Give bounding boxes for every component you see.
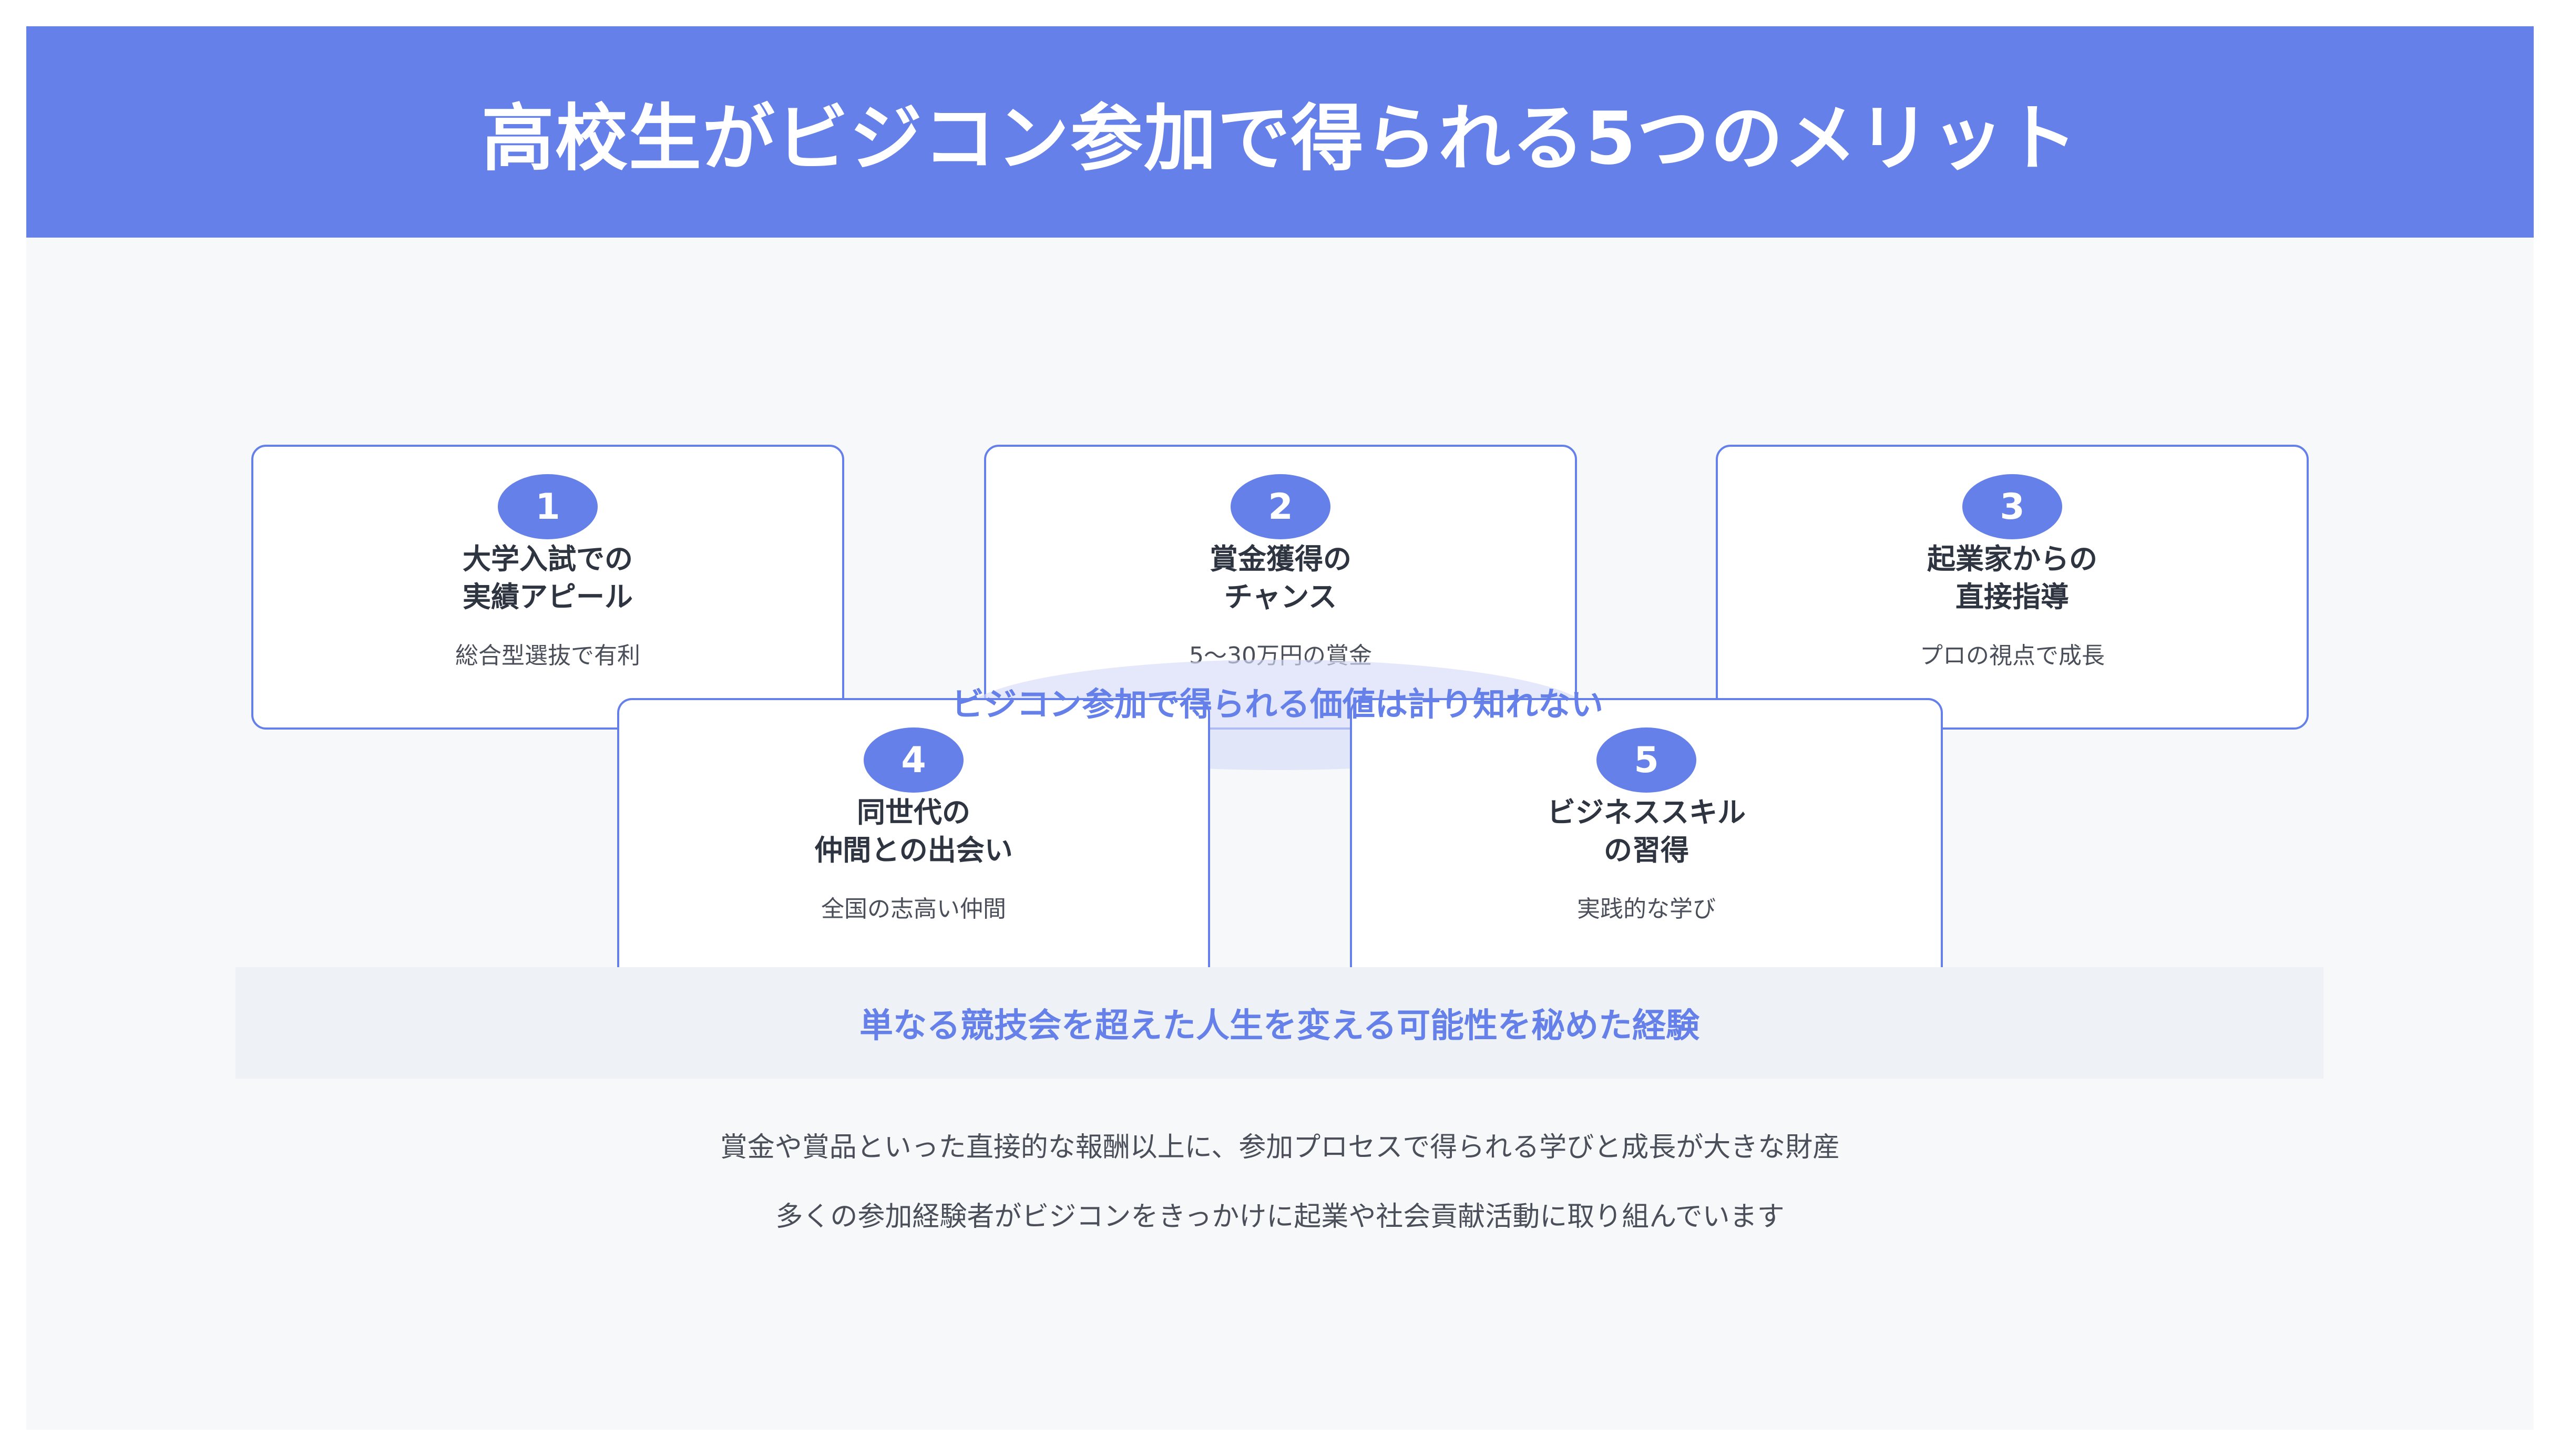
card-title-2: 賞金獲得の チャンス: [986, 540, 1575, 616]
number-badge-5: 5: [1596, 727, 1696, 793]
card-title-1-line1: 大学入試での: [463, 542, 633, 576]
card-desc-5: 実践的な学び: [1577, 896, 1716, 922]
card-title-4: 同世代の 仲間との出会い: [619, 794, 1208, 869]
card-title-5-line1: ビジネススキル: [1547, 796, 1746, 829]
card-title-3: 起業家からの 直接指導: [1718, 540, 2307, 616]
center-caption: ビジコン参加で得られる価値は計り知れない: [951, 685, 1603, 723]
card-title-4-line2: 仲間との出会い: [814, 834, 1013, 867]
card-desc-3: プロの視点で成長: [1920, 642, 2105, 669]
banner-text: 単なる競技会を超えた人生を変える可能性を秘めた経験: [859, 1007, 1700, 1045]
number-badge-4: 4: [864, 727, 964, 793]
page-title: 高校生がビジコン参加で得られる5つのメリット: [481, 96, 2079, 181]
highlight-banner: 単なる競技会を超えた人生を変える可能性を秘めた経験: [235, 967, 2323, 1079]
merit-card-4: 4 同世代の 仲間との出会い 全国の志高い仲間: [617, 698, 1210, 971]
card-title-2-line1: 賞金獲得の: [1210, 542, 1351, 576]
card-title-2-line2: チャンス: [1224, 580, 1337, 613]
number-badge-3: 3: [1962, 474, 2062, 539]
merit-card-3: 3 起業家からの 直接指導 プロの視点で成長: [1716, 445, 2309, 730]
card-title-1: 大学入試での 実績アピール: [253, 540, 842, 616]
card-title-5-line2: の習得: [1604, 834, 1689, 867]
card-title-3-line1: 起業家からの: [1927, 542, 2097, 576]
card-title-4-line1: 同世代の: [857, 796, 970, 829]
header-bar: 高校生がビジコン参加で得られる5つのメリット: [26, 26, 2534, 238]
card-title-3-line2: 直接指導: [1955, 580, 2069, 613]
slide: 高校生がビジコン参加で得られる5つのメリット 1 大学入試での 実績アピール 総…: [26, 26, 2534, 1430]
note-line-1: 賞金や賞品といった直接的な報酬以上に、参加プロセスで得られる学びと成長が大きな財…: [720, 1132, 1840, 1163]
merit-card-1: 1 大学入試での 実績アピール 総合型選抜で有利: [251, 445, 844, 730]
number-badge-2: 2: [1231, 474, 1330, 539]
card-desc-1: 総合型選抜で有利: [455, 642, 640, 669]
card-desc-4: 全国の志高い仲間: [821, 896, 1006, 922]
number-badge-1: 1: [498, 474, 598, 539]
card-title-5: ビジネススキル の習得: [1352, 794, 1941, 869]
merit-card-5: 5 ビジネススキル の習得 実践的な学び: [1350, 698, 1943, 971]
note-line-2: 多くの参加経験者がビジコンをきっかけに起業や社会貢献活動に取り組んでいます: [775, 1201, 1785, 1233]
card-title-1-line2: 実績アピール: [463, 580, 633, 613]
